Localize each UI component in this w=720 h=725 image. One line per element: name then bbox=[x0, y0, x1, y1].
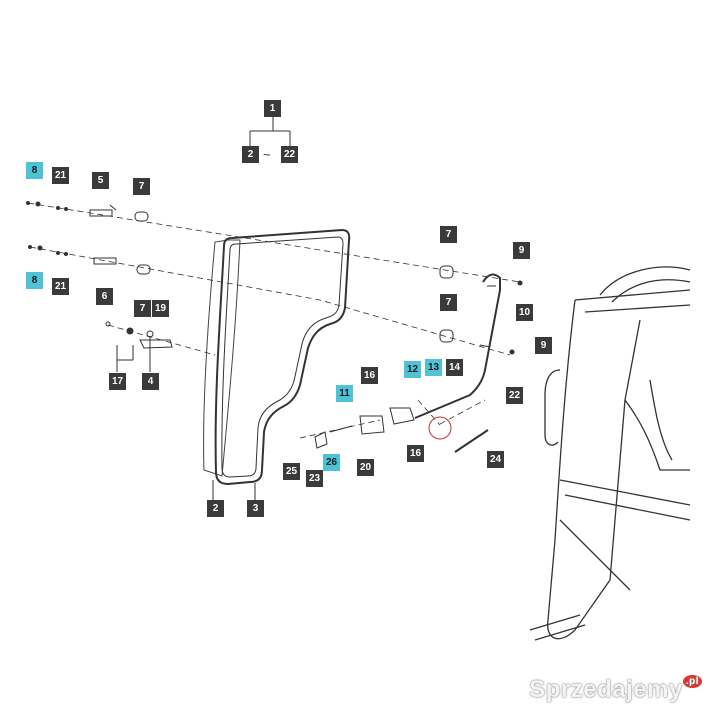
callout-2: 2 bbox=[207, 500, 224, 517]
callout-5: 5 bbox=[92, 172, 109, 189]
callout-8-upper: 8 bbox=[26, 162, 43, 179]
callout-21-upper: 21 bbox=[52, 167, 69, 184]
callout-6: 6 bbox=[96, 288, 113, 305]
callout-19: 19 bbox=[152, 300, 169, 317]
callout-20: 20 bbox=[357, 459, 374, 476]
callout-range-from: 2 bbox=[242, 146, 259, 163]
callout-16-lower: 16 bbox=[407, 445, 424, 462]
hinge-upper bbox=[89, 204, 117, 217]
callout-24: 24 bbox=[487, 451, 504, 468]
gas-strut bbox=[454, 429, 489, 453]
callout-23: 23 bbox=[306, 470, 323, 487]
door-handle bbox=[414, 273, 501, 419]
header-bracket bbox=[249, 117, 291, 146]
callout-4: 4 bbox=[142, 373, 159, 390]
cab-frame bbox=[547, 289, 691, 640]
callout-7-a: 7 bbox=[133, 178, 150, 195]
callout-assembly: 1 bbox=[264, 100, 281, 117]
callout-14: 14 bbox=[446, 359, 463, 376]
callout-12: 12 bbox=[404, 361, 421, 378]
pin-bracket bbox=[139, 339, 173, 349]
door-seal bbox=[214, 228, 351, 486]
callout-9-upper: 9 bbox=[513, 242, 530, 259]
callout-21-lower: 21 bbox=[52, 278, 69, 295]
callout-3: 3 bbox=[247, 500, 264, 517]
callout-10: 10 bbox=[516, 304, 533, 321]
watermark-logo: Sprzedajemy.pl bbox=[529, 675, 702, 704]
callout-11: 11 bbox=[336, 385, 353, 402]
callout-17: 17 bbox=[109, 373, 126, 390]
callout-7-d: 7 bbox=[440, 294, 457, 311]
callout-range-to: 22 bbox=[281, 146, 298, 163]
callout-7-c: 7 bbox=[440, 226, 457, 243]
latch-plate bbox=[359, 415, 385, 435]
hinge-lower bbox=[93, 257, 117, 265]
callout-13: 13 bbox=[425, 359, 442, 376]
callout-16-upper: 16 bbox=[361, 367, 378, 384]
callout-9-lower: 9 bbox=[535, 337, 552, 354]
range-separator: ~ bbox=[263, 147, 271, 162]
callout-7-b: 7 bbox=[134, 300, 151, 317]
callout-8-lower: 8 bbox=[26, 272, 43, 289]
callout-26: 26 bbox=[323, 454, 340, 471]
callout-25: 25 bbox=[283, 463, 300, 480]
callout-22: 22 bbox=[506, 387, 523, 404]
door-glass bbox=[203, 239, 241, 477]
